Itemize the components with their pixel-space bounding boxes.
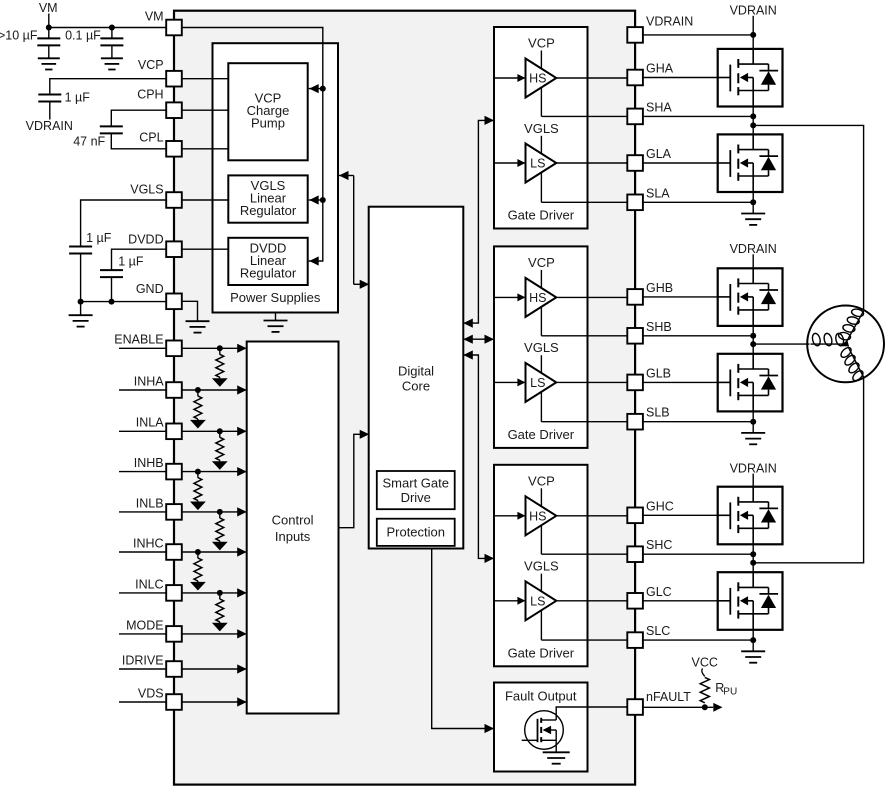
svg-text:Inputs: Inputs xyxy=(275,529,311,544)
svg-text:INHC: INHC xyxy=(133,536,164,550)
svg-text:GLA: GLA xyxy=(646,147,672,161)
svg-text:nFAULT: nFAULT xyxy=(646,690,691,704)
svg-text:VGLS: VGLS xyxy=(524,340,559,355)
svg-text:GHA: GHA xyxy=(646,62,674,76)
svg-text:CPL: CPL xyxy=(139,131,163,145)
svg-text:VCC: VCC xyxy=(691,655,717,669)
svg-text:Gate Driver: Gate Driver xyxy=(508,427,575,442)
svg-text:CPH: CPH xyxy=(137,88,163,102)
svg-text:LS: LS xyxy=(530,594,545,608)
svg-text:DVDD: DVDD xyxy=(250,241,287,256)
svg-text:INLC: INLC xyxy=(135,577,163,591)
svg-text:Linear: Linear xyxy=(250,253,287,268)
svg-text:VCP: VCP xyxy=(528,255,555,270)
svg-text:VM: VM xyxy=(145,9,164,23)
svg-text:VDRAIN: VDRAIN xyxy=(26,119,73,133)
svg-text:Charge: Charge xyxy=(247,103,290,118)
svg-text:Gate Driver: Gate Driver xyxy=(508,645,575,660)
svg-text:Power Supplies: Power Supplies xyxy=(230,290,321,305)
svg-text:SLB: SLB xyxy=(646,406,670,420)
svg-text:VCP: VCP xyxy=(255,91,282,106)
svg-text:IDRIVE: IDRIVE xyxy=(122,653,164,667)
svg-text:PU: PU xyxy=(723,687,737,698)
svg-text:VCP: VCP xyxy=(528,473,555,488)
svg-text:Fault Output: Fault Output xyxy=(505,689,577,704)
svg-text:GND: GND xyxy=(136,282,164,296)
svg-text:MODE: MODE xyxy=(126,618,164,632)
svg-text:Linear: Linear xyxy=(250,191,287,206)
svg-text:Core: Core xyxy=(402,378,430,393)
svg-text:Smart Gate: Smart Gate xyxy=(383,475,449,490)
svg-text:SLC: SLC xyxy=(646,624,670,638)
svg-text:VCP: VCP xyxy=(528,36,555,51)
svg-text:INHB: INHB xyxy=(134,456,164,470)
svg-text:SHC: SHC xyxy=(646,538,672,552)
svg-text:>10 µF: >10 µF xyxy=(0,28,38,42)
svg-text:1 µF: 1 µF xyxy=(86,231,112,245)
svg-text:DVDD: DVDD xyxy=(128,233,163,247)
svg-text:VGLS: VGLS xyxy=(251,178,286,193)
svg-text:Control: Control xyxy=(272,512,314,527)
svg-text:LS: LS xyxy=(530,157,545,171)
svg-text:VGLS: VGLS xyxy=(524,121,559,136)
svg-text:VGLS: VGLS xyxy=(524,559,559,574)
svg-text:1 µF: 1 µF xyxy=(65,91,91,105)
svg-text:VM: VM xyxy=(39,1,58,15)
svg-text:Regulator: Regulator xyxy=(240,266,297,281)
svg-text:ENABLE: ENABLE xyxy=(114,333,163,347)
svg-text:INHA: INHA xyxy=(134,374,165,388)
svg-text:LS: LS xyxy=(530,376,545,390)
svg-text:1 µF: 1 µF xyxy=(118,255,144,269)
svg-text:SLA: SLA xyxy=(646,186,670,200)
svg-text:INLB: INLB xyxy=(136,496,164,510)
svg-text:VGLS: VGLS xyxy=(130,183,163,197)
svg-text:GHB: GHB xyxy=(646,281,673,295)
svg-text:0.1 µF: 0.1 µF xyxy=(65,28,101,42)
svg-text:SHA: SHA xyxy=(646,100,672,114)
svg-text:VDRAIN: VDRAIN xyxy=(646,15,693,29)
svg-text:VDRAIN: VDRAIN xyxy=(730,242,777,256)
svg-text:GLB: GLB xyxy=(646,366,671,380)
svg-text:47 nF: 47 nF xyxy=(73,135,105,149)
svg-text:Digital: Digital xyxy=(398,363,434,378)
svg-text:Pump: Pump xyxy=(251,116,285,131)
svg-text:VDS: VDS xyxy=(138,686,164,700)
svg-text:Drive: Drive xyxy=(401,490,431,505)
svg-text:Protection: Protection xyxy=(386,525,445,540)
svg-text:HS: HS xyxy=(529,72,546,86)
svg-text:GLC: GLC xyxy=(646,585,672,599)
svg-text:Regulator: Regulator xyxy=(240,203,297,218)
svg-text:R: R xyxy=(715,681,724,695)
svg-text:HS: HS xyxy=(529,509,546,523)
svg-text:VCP: VCP xyxy=(138,58,164,72)
svg-text:GHC: GHC xyxy=(646,499,674,513)
svg-text:SHB: SHB xyxy=(646,320,672,334)
svg-text:HS: HS xyxy=(529,291,546,305)
svg-text:Gate Driver: Gate Driver xyxy=(508,208,575,223)
svg-text:INLA: INLA xyxy=(136,416,164,430)
svg-text:VDRAIN: VDRAIN xyxy=(730,4,777,18)
svg-text:VDRAIN: VDRAIN xyxy=(730,461,777,475)
